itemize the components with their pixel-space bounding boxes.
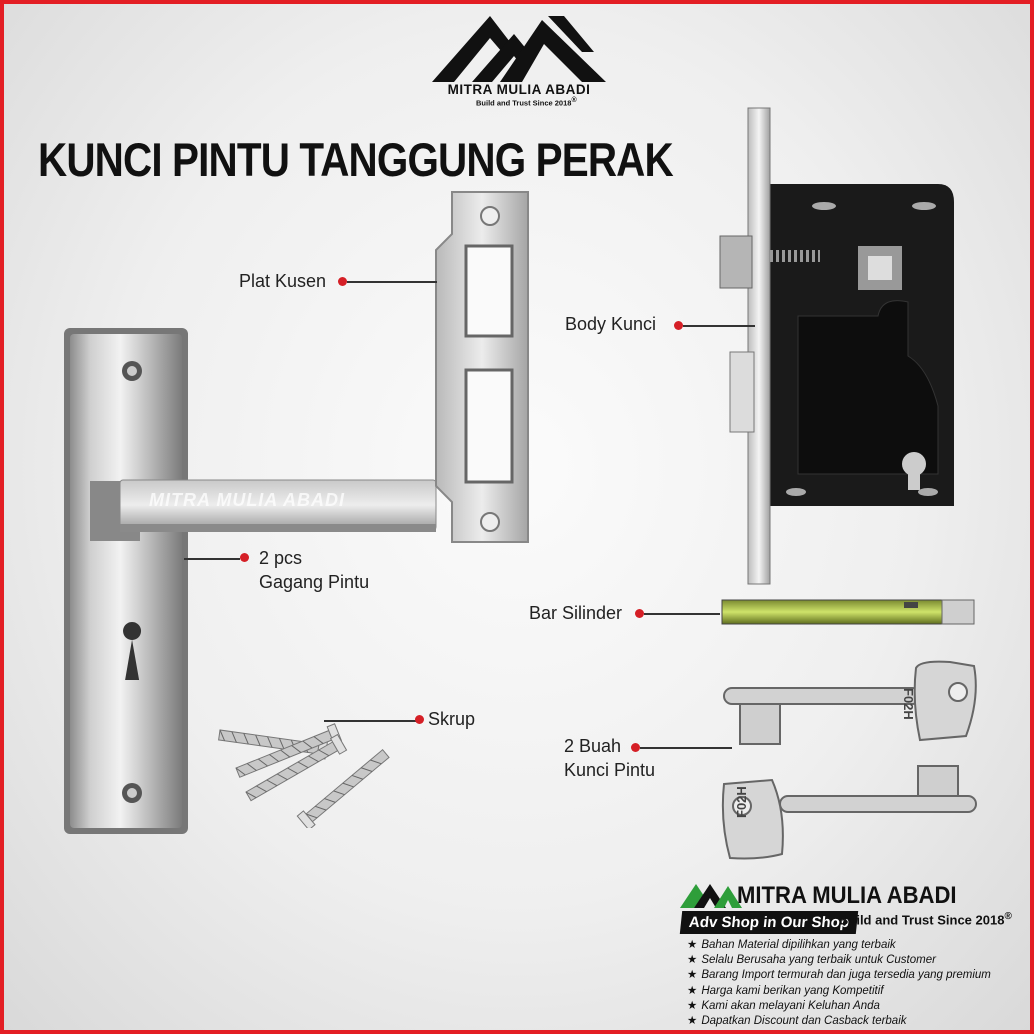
- label-gagang-line2: Gagang Pintu: [259, 572, 370, 592]
- star-icon: ★: [687, 939, 698, 951]
- feature-item: ★Kami akan melayani Keluhan Anda: [687, 999, 991, 1014]
- feature-item: ★Dapatkan Discount dan Casback terbaik: [687, 1014, 991, 1029]
- feature-text: Harga kami berikan yang Kompetitif: [701, 984, 884, 997]
- callout-dot: [338, 277, 347, 286]
- logo-registered-mark: ®: [571, 97, 577, 104]
- star-icon: ★: [687, 999, 698, 1012]
- star-icon: ★: [687, 954, 698, 967]
- key-top-image: [723, 660, 977, 745]
- callout-line: [184, 558, 240, 560]
- feature-item: ★Bahan Material dipilihkan yang terbaik: [687, 938, 991, 953]
- star-icon: ★: [687, 1015, 698, 1028]
- page-title: KUNCI PINTU TANGGUNG PERAK: [38, 133, 674, 186]
- callout-line: [644, 613, 720, 615]
- feature-text: Dapatkan Discount dan Casback terbaik: [701, 1015, 907, 1028]
- label-plat-kusen: Plat Kusen: [239, 271, 327, 291]
- brand-tagline: Build and Trust Since 2018®: [839, 911, 1012, 927]
- screws-image: [218, 723, 390, 828]
- label-bar-silinder: Bar Silinder: [529, 603, 623, 623]
- callout-dot: [415, 715, 424, 724]
- feature-text: Kami akan melayani Keluhan Anda: [701, 999, 880, 1012]
- label-body-kunci: Body Kunci: [565, 314, 657, 334]
- callout-line: [347, 281, 437, 283]
- callout-line: [683, 325, 755, 327]
- feature-item: ★Selalu Berusaha yang terbaik untuk Cust…: [687, 953, 991, 968]
- feature-list: ★Bahan Material dipilihkan yang terbaik …: [687, 938, 991, 1029]
- feature-item: ★Harga kami berikan yang Kompetitif: [687, 984, 991, 999]
- callout-line: [324, 720, 416, 722]
- star-icon: ★: [687, 984, 698, 997]
- cylinder-bar-image: [721, 599, 975, 625]
- callout-dot: [631, 743, 640, 752]
- strike-plate-image: [435, 191, 529, 543]
- logo-tagline: Build and Trust Since 2018®: [476, 97, 577, 108]
- logo-name: MITRA MULIA ABADI: [447, 82, 591, 97]
- door-handle-image: [64, 328, 437, 834]
- brand-tagline-text: Build and Trust Since 2018: [839, 912, 1005, 928]
- key-engraving-bottom: F02H: [734, 786, 749, 818]
- feature-text: Barang Import termurah dan juga tersedia…: [701, 969, 991, 982]
- brand-name: MITRA MULIA ABADI: [737, 882, 957, 909]
- feature-text: Bahan Material dipilihkan yang terbaik: [701, 939, 896, 951]
- adv-shop-badge: Adv Shop in Our Shop: [679, 911, 859, 934]
- callout-dot: [674, 321, 683, 330]
- label-kunci-line1: 2 Buah: [564, 736, 622, 756]
- label-kunci-line2: Kunci Pintu: [564, 760, 656, 780]
- mountain-logo-icon: [432, 16, 606, 82]
- feature-text: Selalu Berusaha yang terbaik untuk Custo…: [701, 954, 936, 967]
- feature-item: ★Barang Import termurah dan juga tersedi…: [687, 968, 991, 983]
- callout-dot: [240, 553, 249, 562]
- brand-registered-mark: ®: [1004, 911, 1012, 922]
- logo-tagline-text: Build and Trust Since 2018: [476, 98, 572, 108]
- key-engraving-top: F02H: [901, 688, 916, 720]
- callout-line: [640, 747, 732, 749]
- brand-mountain-icon: [680, 884, 742, 908]
- label-gagang-line1: 2 pcs: [259, 548, 303, 568]
- callout-dot: [635, 609, 644, 618]
- label-skrup: Skrup: [428, 709, 476, 729]
- key-bottom-image: [721, 765, 977, 860]
- lock-body-image: [719, 107, 954, 585]
- star-icon: ★: [687, 969, 698, 982]
- handle-engraving: MITRA MULIA ABADI: [149, 490, 345, 510]
